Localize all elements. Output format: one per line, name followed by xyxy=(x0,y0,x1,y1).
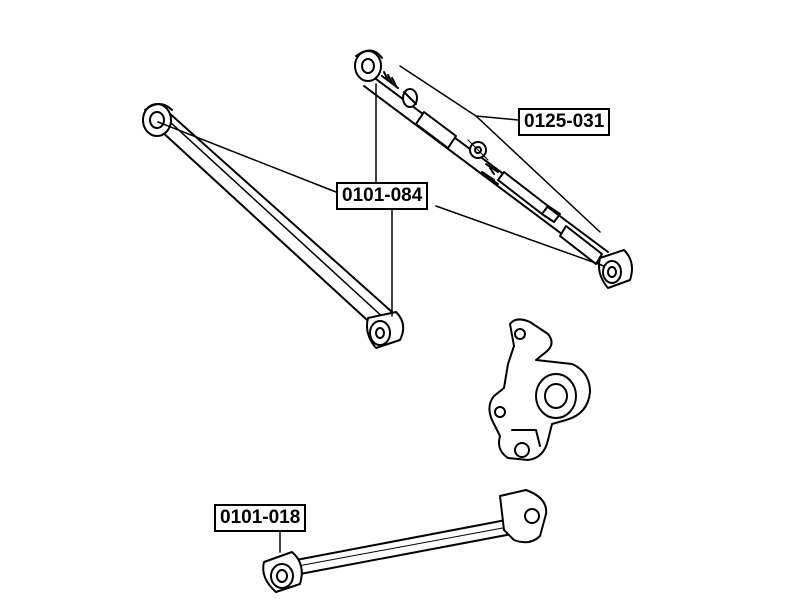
arm-bushing-lower-center xyxy=(366,311,405,349)
arm-bushing-upper-left xyxy=(142,103,173,137)
knuckle-hub xyxy=(488,318,591,461)
leader-lines xyxy=(157,65,605,553)
callout-arm-bushing-part: 0101-084 xyxy=(336,182,429,210)
adjustable-link-rod xyxy=(363,75,609,265)
trailing-arm-bushing xyxy=(262,551,303,593)
lower-control-arm xyxy=(159,111,393,331)
rod-bushing-right xyxy=(598,249,633,289)
callout-adjusting-link-part: 0125-031 xyxy=(518,108,611,136)
rod-bushing-top xyxy=(354,49,383,82)
trailing-arm xyxy=(295,489,548,575)
bolt-top xyxy=(381,71,418,108)
nut-washer xyxy=(467,139,489,161)
callout-trailing-arm-bushing-part: 0101-018 xyxy=(214,504,307,532)
